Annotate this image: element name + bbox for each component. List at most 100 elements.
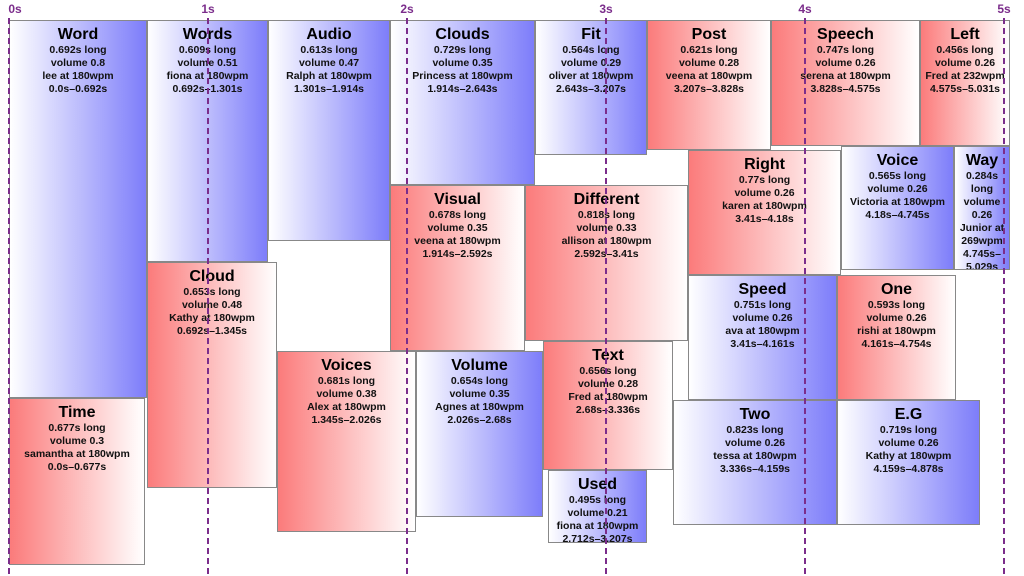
- clip-word: Way: [965, 152, 999, 169]
- clip-length: 0.77s long: [738, 174, 791, 186]
- clip-word: Text: [592, 347, 624, 364]
- clip-length: 0.456s long: [936, 44, 994, 56]
- clip-length: 0.495s long: [568, 494, 627, 506]
- clip-range: 4.159s–4.878s: [873, 463, 944, 475]
- clip-volume: volume 0.26: [963, 196, 1001, 221]
- clip-length: 0.593s long: [867, 299, 926, 311]
- clip-range: 4.575s–5.031s: [929, 83, 1001, 95]
- clip-word: E.G: [894, 406, 923, 423]
- axis-tick-label: 5s: [997, 2, 1011, 16]
- clip-range: 1.914s–2.592s: [422, 248, 493, 260]
- clip-range: 2.592s–3.41s: [574, 248, 639, 260]
- clip-range: 1.301s–1.914s: [293, 83, 365, 95]
- clip-voice: rishi at 180wpm: [857, 325, 936, 337]
- clip-volume: volume 0.26: [732, 312, 793, 324]
- clip-word: Post: [691, 26, 727, 43]
- clip-range: 0.692s–1.345s: [176, 325, 248, 337]
- clip-volume: volume 0.26: [878, 437, 939, 449]
- clip-length: 0.613s long: [300, 44, 358, 56]
- clip-range: 2.026s–2.68s: [447, 414, 512, 426]
- clip-voice: Kathy at 180wpm: [169, 312, 255, 324]
- clip-volume: volume 0.33: [576, 222, 637, 234]
- clip-length: 0.284s long: [965, 170, 999, 195]
- clip-word: Words: [182, 26, 233, 43]
- clip-length: 0.565s long: [868, 170, 927, 182]
- clip-range: 0.0s–0.692s: [48, 83, 108, 95]
- clip-length: 0.564s long: [562, 44, 620, 56]
- clip-word: Cloud: [189, 268, 235, 285]
- clip-voice: samantha at 180wpm: [24, 448, 130, 460]
- clip-voice: veena at 180wpm: [665, 70, 753, 82]
- clip-range: 4.161s–4.754s: [861, 338, 932, 350]
- clip-range: 0.692s–1.301s: [172, 83, 243, 95]
- clip-volume: volume 0.26: [934, 57, 996, 69]
- clip-word: Word: [57, 26, 99, 43]
- clip-length: 0.656s long: [579, 365, 637, 377]
- clip-length: 0.823s long: [726, 424, 784, 436]
- clip-range: 4.745s–5.029s: [963, 248, 1001, 270]
- clip-volume: volume 0.51: [177, 57, 238, 69]
- clip-volume: volume 0.35: [427, 222, 488, 234]
- clip-length: 0.609s long: [178, 44, 237, 56]
- clip-volume: volume 0.47: [298, 57, 360, 69]
- clip-voice: Alex at 180wpm: [307, 401, 386, 413]
- clip-volume: volume 0.3: [49, 435, 105, 447]
- clip-voice: allison at 180wpm: [561, 235, 652, 247]
- clip-length: 0.719s long: [879, 424, 938, 436]
- clip-length: 0.654s long: [450, 375, 509, 387]
- clip-length: 0.692s long: [49, 44, 107, 56]
- clip-volume: volume 0.26: [734, 187, 795, 199]
- axis-tick-label: 0s: [8, 2, 22, 16]
- clip-voice: Ralph at 180wpm: [286, 70, 372, 82]
- clip-voice: karen at 180wpm: [722, 200, 807, 212]
- clip-range: 3.41s–4.161s: [730, 338, 795, 350]
- axis-tick-label: 4s: [798, 2, 812, 16]
- clip-word: Clouds: [435, 26, 490, 43]
- axis-tick-label: 2s: [400, 2, 414, 16]
- clip-voice: Fred at 180wpm: [568, 391, 648, 403]
- clip-length: 0.751s long: [733, 299, 792, 311]
- clip-voice: oliver at 180wpm: [548, 70, 634, 82]
- clip-word: Visual: [434, 191, 481, 208]
- clip-word: Different: [573, 191, 640, 208]
- clip-volume: volume 0.8: [50, 57, 106, 69]
- clip-word: Voice: [876, 152, 919, 169]
- clip-word: Right: [744, 156, 785, 173]
- clip-voice: Agnes at 180wpm: [435, 401, 524, 413]
- clip-voice: lee at 180wpm: [42, 70, 114, 82]
- clip-word: Voices: [321, 357, 372, 374]
- clip-volume: volume 0.26: [866, 312, 927, 324]
- clip-length: 0.677s long: [48, 422, 106, 434]
- clip-length: 0.621s long: [680, 44, 738, 56]
- clip-range: 1.914s–2.643s: [427, 83, 498, 95]
- clip-range: 1.345s–2.026s: [311, 414, 382, 426]
- clip-volume: volume 0.26: [867, 183, 928, 195]
- clip-word: Audio: [306, 26, 352, 43]
- clip-range: 4.18s–4.745s: [865, 209, 930, 221]
- clip-word: One: [880, 281, 913, 298]
- clip-voice: fiona at 180wpm: [556, 520, 639, 532]
- clip-voice: fiona at 180wpm: [166, 70, 249, 82]
- clip-voice: Victoria at 180wpm: [850, 196, 945, 208]
- clip-voice: tessa at 180wpm: [713, 450, 797, 462]
- clip-word: Volume: [451, 357, 508, 374]
- clip-voice: Junior at 269wpm: [959, 222, 1005, 247]
- clip-volume: volume 0.28: [577, 378, 639, 390]
- clip-word: Speed: [738, 281, 787, 298]
- axis-tick-label: 3s: [599, 2, 613, 16]
- clip-length: 0.678s long: [428, 209, 487, 221]
